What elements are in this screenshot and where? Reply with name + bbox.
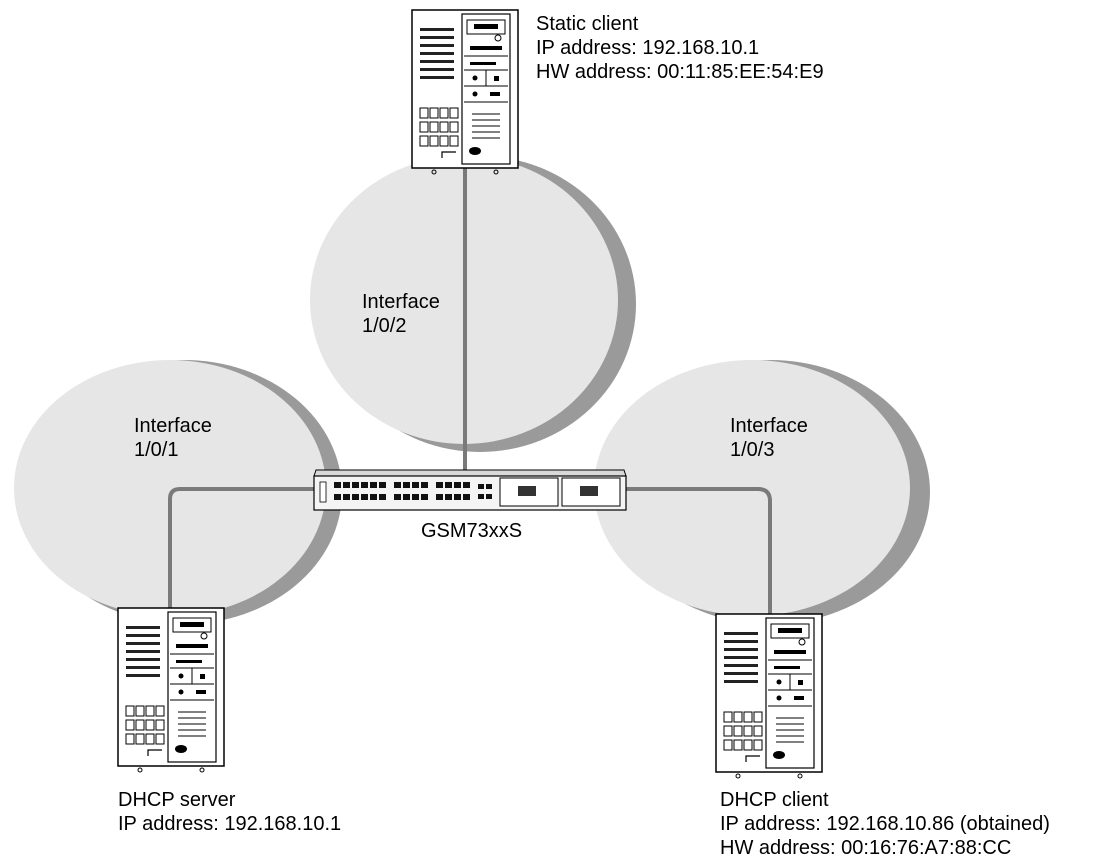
dhcp-server-icon: [117, 607, 225, 773]
cable-dhcp-server: [168, 487, 318, 656]
static-client-title: Static client: [536, 13, 639, 35]
subnet-interface-1-0-1: [14, 360, 326, 616]
static-client-ip: IP address: 192.168.10.1: [536, 37, 760, 59]
interface-port-text: 1/0/3: [730, 439, 775, 461]
dhcp-server-ip: IP address: 192.168.10.1: [118, 813, 342, 835]
dhcp-client-label: DHCP client IP address: 192.168.10.86 (o…: [720, 788, 1050, 860]
interface-1-0-2-label: Interface 1/0/2: [362, 290, 440, 338]
network-cables: [168, 168, 772, 662]
interface-label-text: Interface: [134, 415, 212, 437]
interface-port-text: 1/0/1: [134, 439, 179, 461]
dhcp-client-server-icon: [715, 613, 823, 779]
interface-port-text: 1/0/2: [362, 315, 407, 337]
subnet-clouds: [14, 156, 910, 616]
cable-dhcp-client: [626, 487, 772, 662]
dhcp-client-title: DHCP client: [720, 789, 829, 811]
static-client-label: Static client IP address: 192.168.10.1 H…: [536, 12, 824, 84]
dhcp-client-hw: HW address: 00:16:76:A7:88:CC: [720, 837, 1012, 859]
interface-1-0-3-label: Interface 1/0/3: [730, 414, 808, 462]
switch-model-label: GSM73xxS: [421, 520, 523, 542]
dhcp-server-label: DHCP server IP address: 192.168.10.1: [118, 788, 341, 836]
interface-1-0-1-label: Interface 1/0/1: [134, 414, 212, 462]
gsm73xxs-switch: [313, 469, 627, 511]
interface-label-text: Interface: [362, 291, 440, 313]
static-client-hw: HW address: 00:11:85:EE:54:E9: [536, 61, 824, 83]
interface-label-text: Interface: [730, 415, 808, 437]
dhcp-client-ip: IP address: 192.168.10.86 (obtained): [720, 813, 1050, 835]
dhcp-server-title: DHCP server: [118, 789, 236, 811]
static-client-server-icon: [411, 9, 519, 175]
